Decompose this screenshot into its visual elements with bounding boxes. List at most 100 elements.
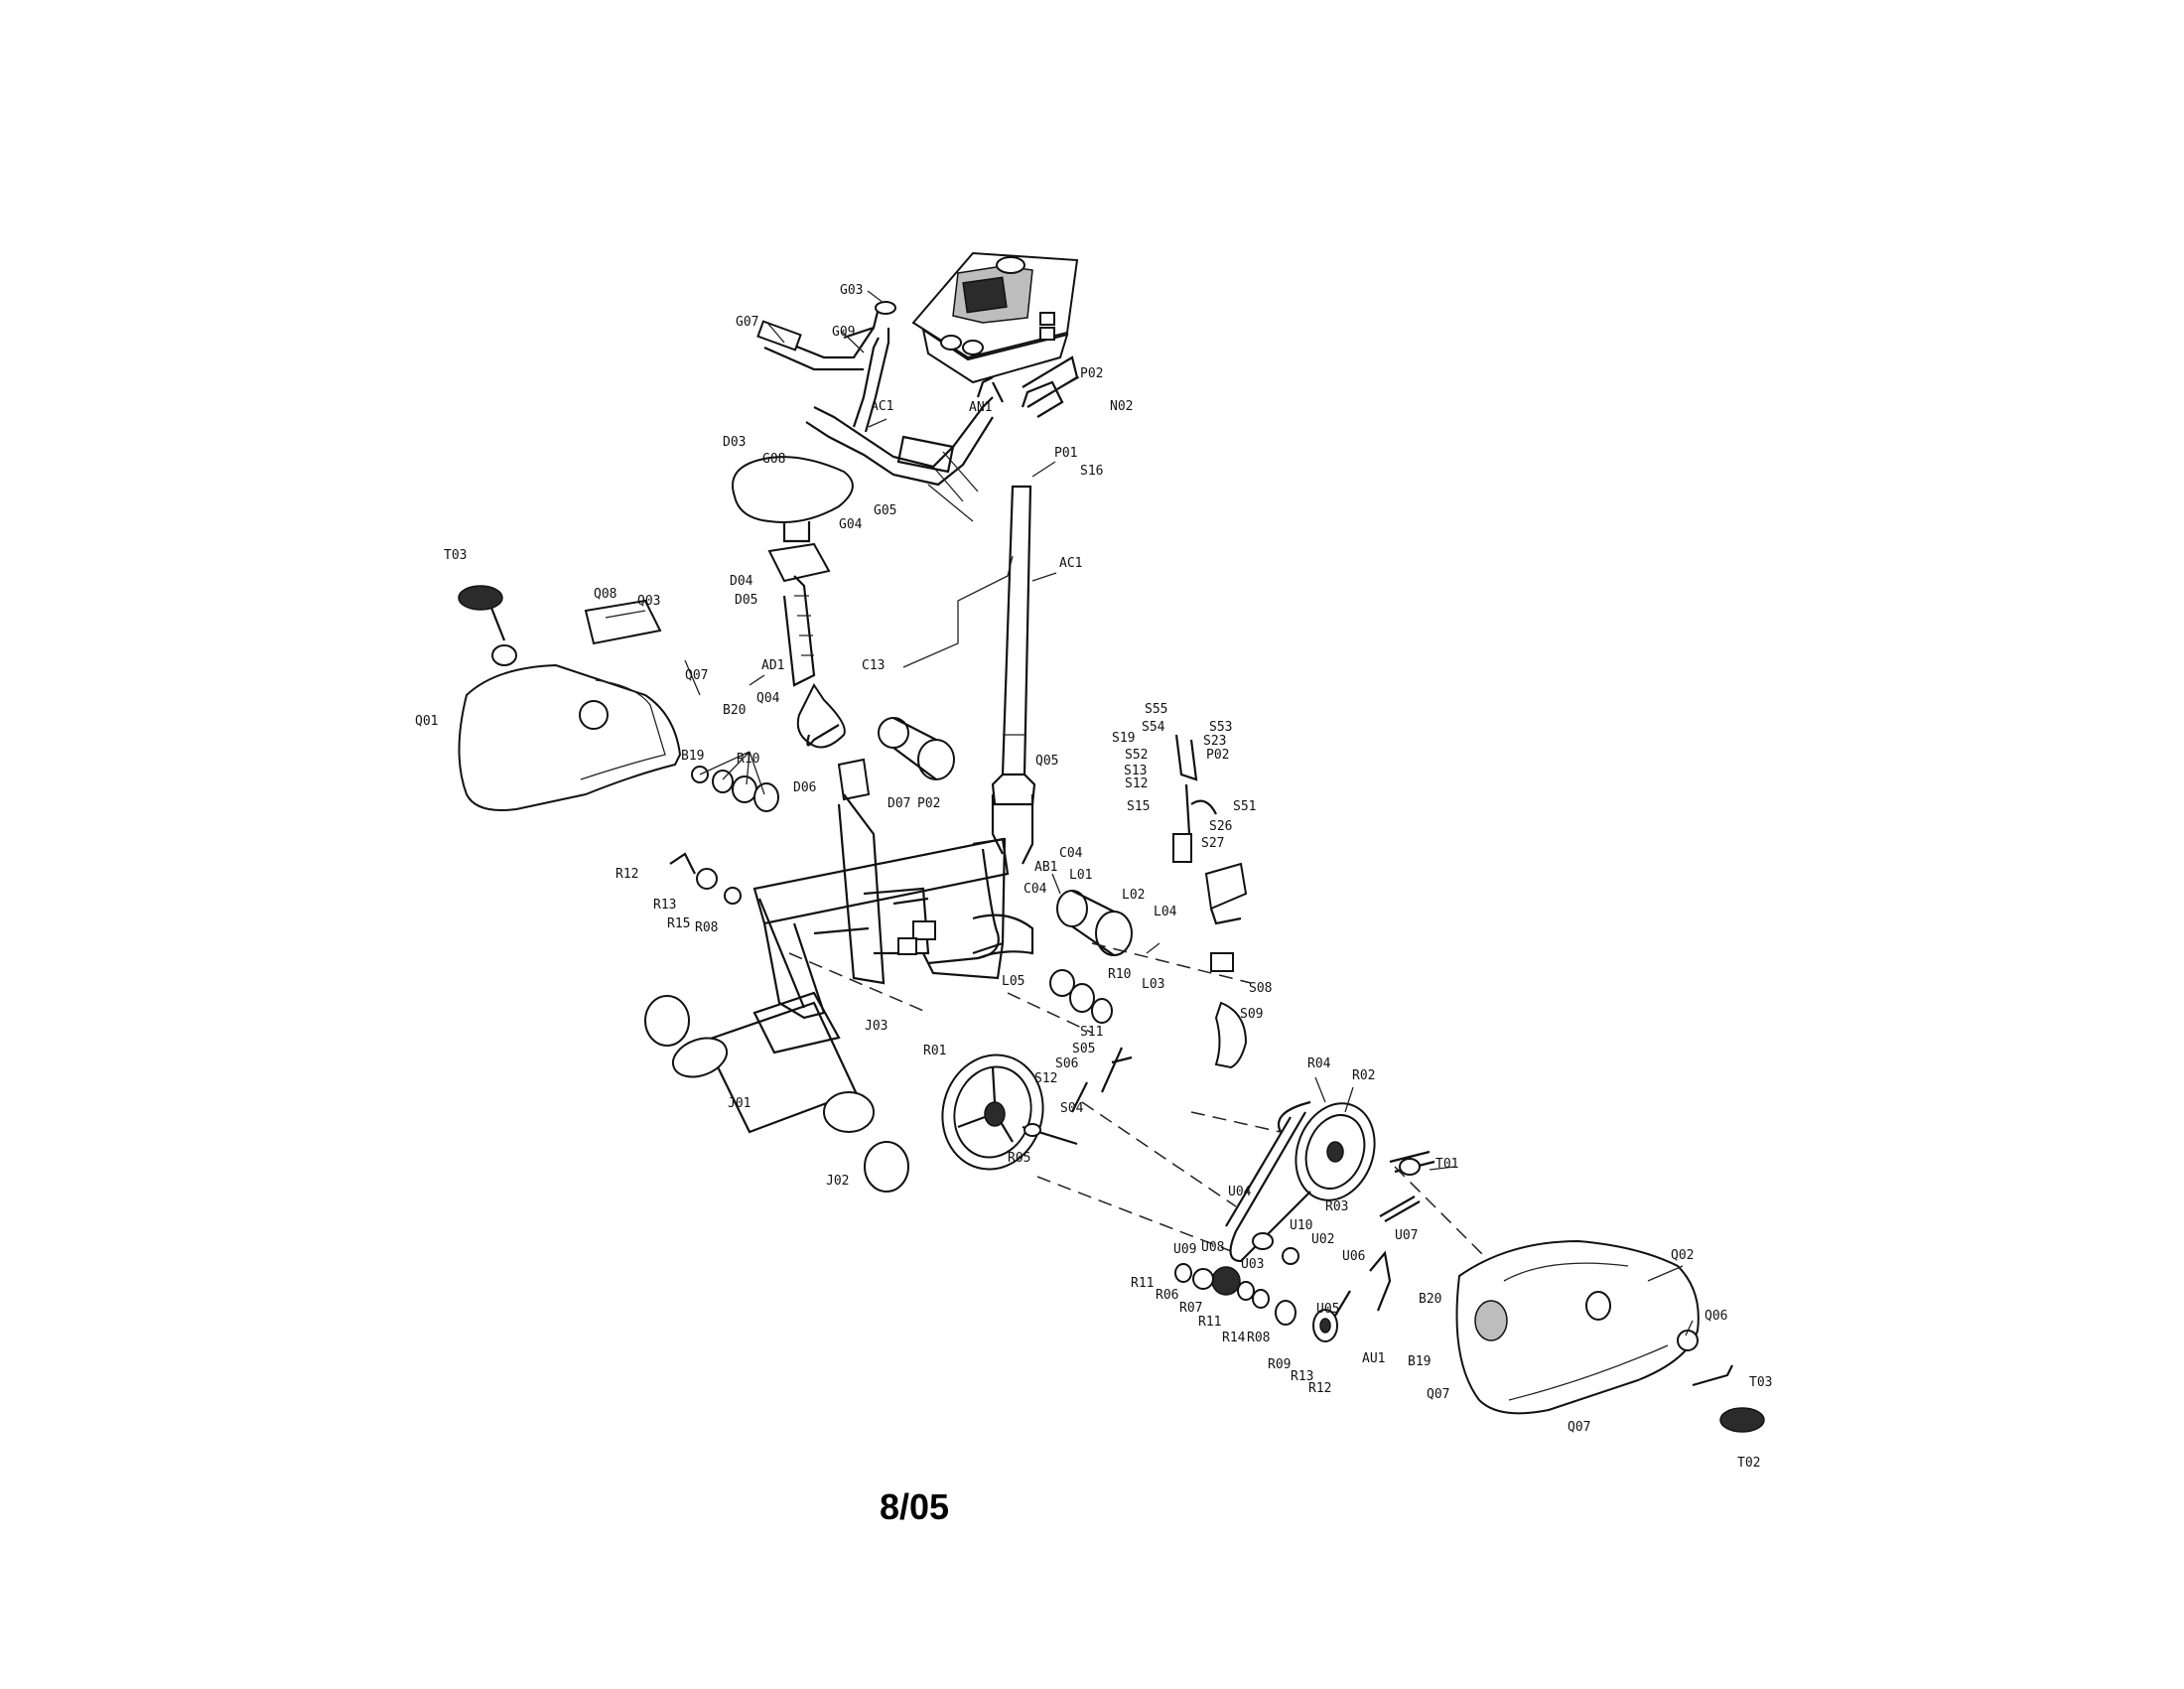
callout-r03: R03 xyxy=(1325,1199,1349,1214)
callout-ab1: AB1 xyxy=(1034,860,1058,875)
callout-ac1-mid: AC1 xyxy=(1059,556,1083,571)
idler-assembly xyxy=(1211,1232,1392,1342)
callout-q07-bottom: Q07 xyxy=(1568,1420,1591,1435)
callout-r10-left: R10 xyxy=(737,752,760,767)
callout-c04-upper: C04 xyxy=(1059,846,1083,861)
callout-au1: AU1 xyxy=(1362,1351,1386,1366)
callout-q06: Q06 xyxy=(1705,1309,1728,1324)
callout-b19-left: B19 xyxy=(681,749,705,764)
crank-axle xyxy=(1379,1150,1435,1222)
callout-d06: D06 xyxy=(793,780,817,795)
callout-r11-lower: R11 xyxy=(1198,1315,1222,1330)
callout-c13: C13 xyxy=(862,658,886,673)
seat-sleeve xyxy=(837,758,871,801)
left-shroud xyxy=(458,585,682,811)
right-shroud xyxy=(1455,1239,1765,1433)
callout-u02: U02 xyxy=(1311,1232,1335,1247)
seat-assembly xyxy=(732,456,854,749)
callout-r08-right: R08 xyxy=(1247,1331,1271,1345)
callout-q05: Q05 xyxy=(1035,754,1059,769)
callout-b20-right: B20 xyxy=(1419,1292,1442,1307)
callout-q01: Q01 xyxy=(415,714,439,729)
callout-p02-right: P02 xyxy=(1206,748,1230,763)
callout-r04: R04 xyxy=(1307,1056,1331,1071)
callout-l04: L04 xyxy=(1154,905,1177,919)
callout-s09: S09 xyxy=(1240,1007,1264,1022)
callout-j03: J03 xyxy=(865,1019,888,1034)
callout-j02: J02 xyxy=(826,1174,850,1189)
callout-r10-right: R10 xyxy=(1108,967,1132,982)
callout-s04: S04 xyxy=(1060,1101,1084,1116)
callout-r02: R02 xyxy=(1352,1068,1376,1083)
callout-r07: R07 xyxy=(1179,1301,1203,1316)
callout-r14: R14 xyxy=(1222,1331,1246,1345)
callout-t03-right: T03 xyxy=(1749,1375,1773,1390)
callout-s53: S53 xyxy=(1209,720,1233,735)
crank-bearings xyxy=(878,717,1133,956)
tension-assembly xyxy=(1071,734,1248,1113)
callout-t01: T01 xyxy=(1435,1157,1459,1172)
callout-r05: R05 xyxy=(1008,1151,1031,1166)
callout-d03: D03 xyxy=(723,435,747,450)
callout-s12-top: S12 xyxy=(1125,776,1149,791)
callout-s26: S26 xyxy=(1209,819,1233,834)
callout-s19: S19 xyxy=(1112,731,1136,746)
callout-g03: G03 xyxy=(840,283,864,298)
callout-r12-right: R12 xyxy=(1308,1381,1332,1396)
callout-s54: S54 xyxy=(1142,720,1165,735)
callout-u04: U04 xyxy=(1228,1185,1252,1199)
callout-g05: G05 xyxy=(874,503,897,518)
callout-p01: P01 xyxy=(1054,446,1078,461)
handlebar-assembly xyxy=(756,301,1004,522)
callout-r13-right: R13 xyxy=(1291,1369,1314,1384)
callout-d07: D07 xyxy=(887,796,911,811)
callout-s11: S11 xyxy=(1080,1025,1104,1040)
callout-d04: D04 xyxy=(730,574,753,589)
callout-u10: U10 xyxy=(1290,1218,1313,1233)
callout-r15: R15 xyxy=(667,916,691,931)
callout-q07-right: Q07 xyxy=(1427,1387,1450,1402)
callout-j01: J01 xyxy=(728,1096,751,1111)
callout-s16: S16 xyxy=(1080,464,1104,479)
callout-r08-left: R08 xyxy=(695,920,719,935)
callout-l02: L02 xyxy=(1122,888,1146,903)
cable-c13 xyxy=(902,555,1014,668)
callout-s06: S06 xyxy=(1055,1056,1079,1071)
rear-stabilizer xyxy=(644,991,909,1193)
callout-s55: S55 xyxy=(1145,702,1168,717)
callout-g04: G04 xyxy=(839,517,863,532)
drive-belt xyxy=(1229,1111,1311,1263)
callout-q07-left: Q07 xyxy=(685,668,709,683)
callout-r13-left: R13 xyxy=(653,898,677,913)
left-crank-hardware xyxy=(669,852,742,905)
callout-l01: L01 xyxy=(1069,868,1093,883)
callout-l03: L03 xyxy=(1142,977,1165,992)
callout-s12-mid: S12 xyxy=(1034,1071,1058,1086)
callout-g08: G08 xyxy=(762,452,786,467)
callout-q03: Q03 xyxy=(637,594,661,609)
bearing-set-right xyxy=(1049,969,1113,1024)
callout-c04-lower: C04 xyxy=(1024,882,1047,897)
callout-t02: T02 xyxy=(1737,1456,1761,1471)
callout-q08: Q08 xyxy=(594,587,617,602)
callout-s51: S51 xyxy=(1233,799,1257,814)
callout-r09: R09 xyxy=(1268,1357,1292,1372)
callout-q02: Q02 xyxy=(1671,1248,1695,1263)
callout-u07: U07 xyxy=(1395,1228,1419,1243)
drive-pulley xyxy=(1278,1100,1376,1201)
revision-date: 8/05 xyxy=(880,1486,950,1527)
callout-g09: G09 xyxy=(832,325,856,340)
callout-b19-right: B19 xyxy=(1408,1354,1432,1369)
callout-b20-left: B20 xyxy=(723,703,747,718)
callout-s13: S13 xyxy=(1124,764,1148,778)
callout-r06: R06 xyxy=(1156,1288,1179,1303)
callout-u05: U05 xyxy=(1316,1302,1340,1317)
assembly-lines xyxy=(788,942,1485,1257)
main-frame xyxy=(752,793,1034,1020)
callout-r01: R01 xyxy=(923,1044,947,1058)
callout-r12-left: R12 xyxy=(615,867,639,882)
callout-u09: U09 xyxy=(1173,1242,1197,1257)
callout-ac1-top: AC1 xyxy=(871,399,894,414)
